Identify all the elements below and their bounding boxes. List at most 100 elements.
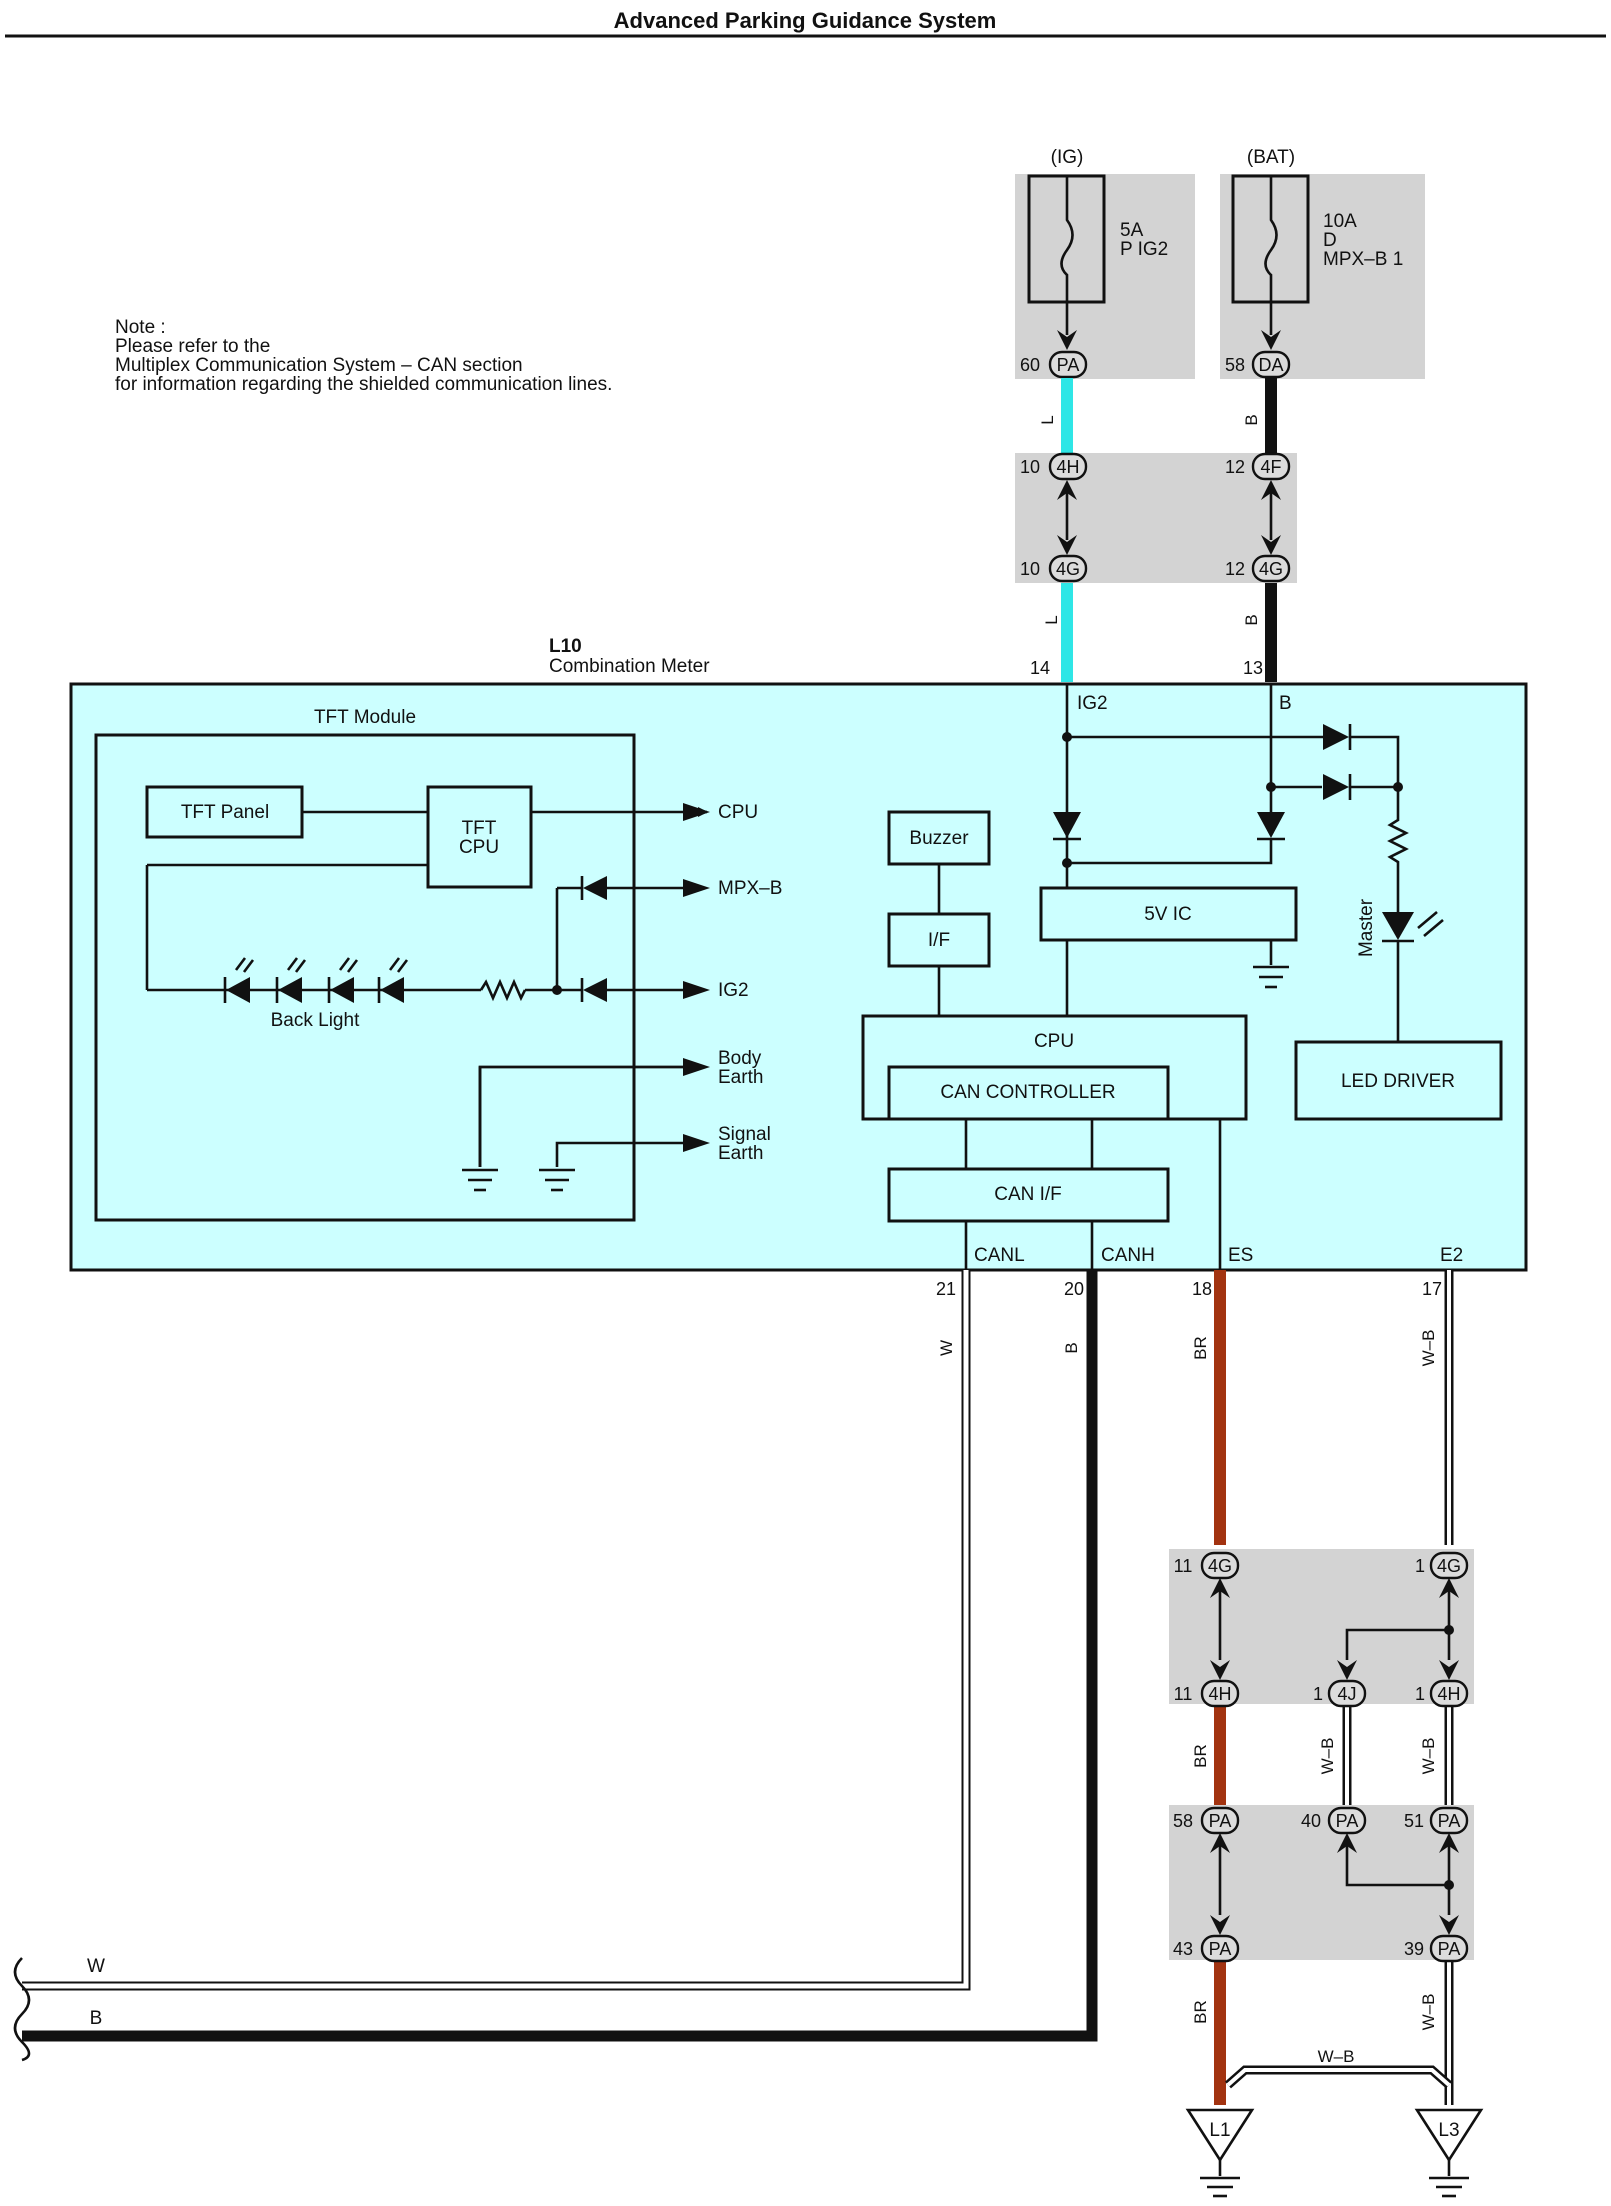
wire-4j-label: W–B [1318,1738,1337,1775]
backlight-led-4 [377,957,409,1003]
j1-left-up-arrow [1210,1578,1230,1598]
j1-right-down-arrow [1439,1660,1459,1680]
junction-upper-left-up-arrow [1057,480,1077,500]
j2-right-code: 4H [1437,1684,1460,1704]
master-led-ray-2 [1423,919,1444,937]
term-e2: E2 [1440,1245,1463,1266]
pin-es: 18 [1192,1279,1212,1299]
wire-l-label-2: L [1042,615,1061,624]
junction-upper-left-top-pin: 10 [1020,457,1040,477]
backlight-led-2 [275,957,307,1003]
body-earth-label-2: Earth [718,1067,763,1088]
fuse-ig-name: P IG2 [1120,239,1168,260]
tft-cpu-label-1: TFT [462,818,497,839]
fuse-bat-pin: 58 [1225,355,1245,375]
note-line-4: for information regarding the shielded c… [115,374,612,395]
j3-left-down-arrow [1210,1915,1230,1935]
j4-right-pin: 39 [1404,1939,1424,1959]
bus-b-label: B [90,2008,103,2029]
wire-canh [22,1270,1098,2042]
fuse-ig-connector [1048,350,1088,379]
master-resistor [1387,787,1409,912]
led-driver-label: LED DRIVER [1341,1071,1455,1092]
wire-l-label-1: L [1038,415,1057,424]
pin-canl: 21 [936,1279,956,1299]
can-controller-label: CAN CONTROLLER [940,1082,1115,1103]
j3-right-up-arrow [1439,1833,1459,1853]
ig2-right-diode [1323,724,1349,750]
fuse-ig-pin: 60 [1020,355,1040,375]
cpu-label: CPU [1034,1031,1074,1052]
ig2-diode-down [1053,812,1081,838]
wire-es-label-1: BR [1191,1336,1210,1360]
ground-l1-label: L1 [1209,2120,1230,2141]
body-earth-ground-icon [462,1168,498,1192]
j3-left-code: PA [1209,1811,1232,1831]
can-if-label: CAN I/F [994,1184,1062,1205]
junction-upper-left-bottom-connector [1048,554,1088,583]
tft-cpu [426,785,533,889]
ground-l3-triangle [1414,2108,1484,2163]
junction-upper-right-bottom-connector [1251,554,1291,583]
fuse-bat-name: MPX–B 1 [1323,249,1403,270]
j3-mid-pin: 40 [1301,1811,1321,1831]
combination-meter [69,682,1528,1272]
master-feed-top [1350,735,1400,787]
j3-mid-link [1345,1846,1449,1887]
wire-b-label-1: B [1242,414,1261,425]
master-label: Master [1356,898,1377,957]
tft-panel-label: TFT Panel [181,802,269,823]
junction-lower-1: 4G 11 4G 1 4H 11 4J 1 4H 1 [1169,1549,1474,1708]
body-earth-label-1: Body [718,1048,762,1069]
fuse-bat: (BAT) 10A D MPX–B 1 DA 58 [1220,147,1425,379]
bus-w-label: W [87,1956,105,1977]
b-right-diode [1323,774,1349,800]
j2-left-code: 4H [1208,1684,1231,1704]
fuse-ig-element [1060,176,1074,335]
junction-upper-right-down-arrow [1261,535,1281,555]
fuse-ig-arrow [1057,330,1077,350]
note-line-1: Note : [115,317,166,338]
wire-e2-label-2: W–B [1419,1738,1438,1775]
junction-upper-left-bottom-pin: 10 [1020,559,1040,579]
out-mpxb-arrow [683,879,710,897]
ic-5v [1039,886,1298,942]
wire-canh-label: B [1062,1342,1081,1353]
wire-cross-wb-label: W–B [1318,2047,1355,2066]
junction-upper-left-down-arrow [1057,535,1077,555]
wire-es-label-3: BR [1191,2000,1210,2024]
master-led [1382,912,1414,940]
meter-pin-b: 13 [1243,658,1263,678]
fuse-bat-element [1264,176,1278,335]
out-body-earth-arrow [683,1058,710,1076]
j3-mid-up-arrow [1337,1833,1357,1853]
note-block: Note : Please refer to the Multiplex Com… [115,317,612,395]
j3-mid-code: PA [1336,1811,1359,1831]
j2-left-pin: 11 [1174,1684,1193,1704]
junction-upper-left-top-connector [1048,452,1088,481]
fuse-bat-rating: 10A [1323,211,1357,232]
pin-e2: 17 [1422,1279,1442,1299]
fuse-bat-connector [1251,350,1291,379]
junction-upper-right-bottom-pin: 12 [1225,559,1245,579]
fuse-ig-rating: 5A [1120,220,1144,241]
j1-left-code: 4G [1208,1556,1232,1576]
j1-right-code: 4G [1437,1556,1461,1576]
junction-upper-right-up-arrow [1261,480,1281,500]
out-ig2-arrow [683,981,710,999]
wire-b-label-2: B [1242,614,1261,625]
can-controller [887,1065,1170,1121]
led-driver [1294,1040,1503,1121]
j3-left-pin: 58 [1173,1811,1193,1831]
j1-mid-down-arrow [1337,1660,1357,1680]
fuse-bat-code: D [1323,230,1337,251]
meter-label-b: B [1279,693,1292,714]
junction-upper-left-bottom-code: 4G [1056,559,1080,579]
j4-right-connector [1429,1934,1469,1963]
j2-mid-pin: 1 [1313,1684,1323,1704]
wire-e2-label-1: W–B [1419,1330,1438,1367]
out-signal-earth-arrow [683,1134,710,1152]
fuse-bat-source: (BAT) [1247,147,1295,168]
j4-left-pin: 43 [1173,1939,1193,1959]
j4-left-connector [1200,1934,1240,1963]
